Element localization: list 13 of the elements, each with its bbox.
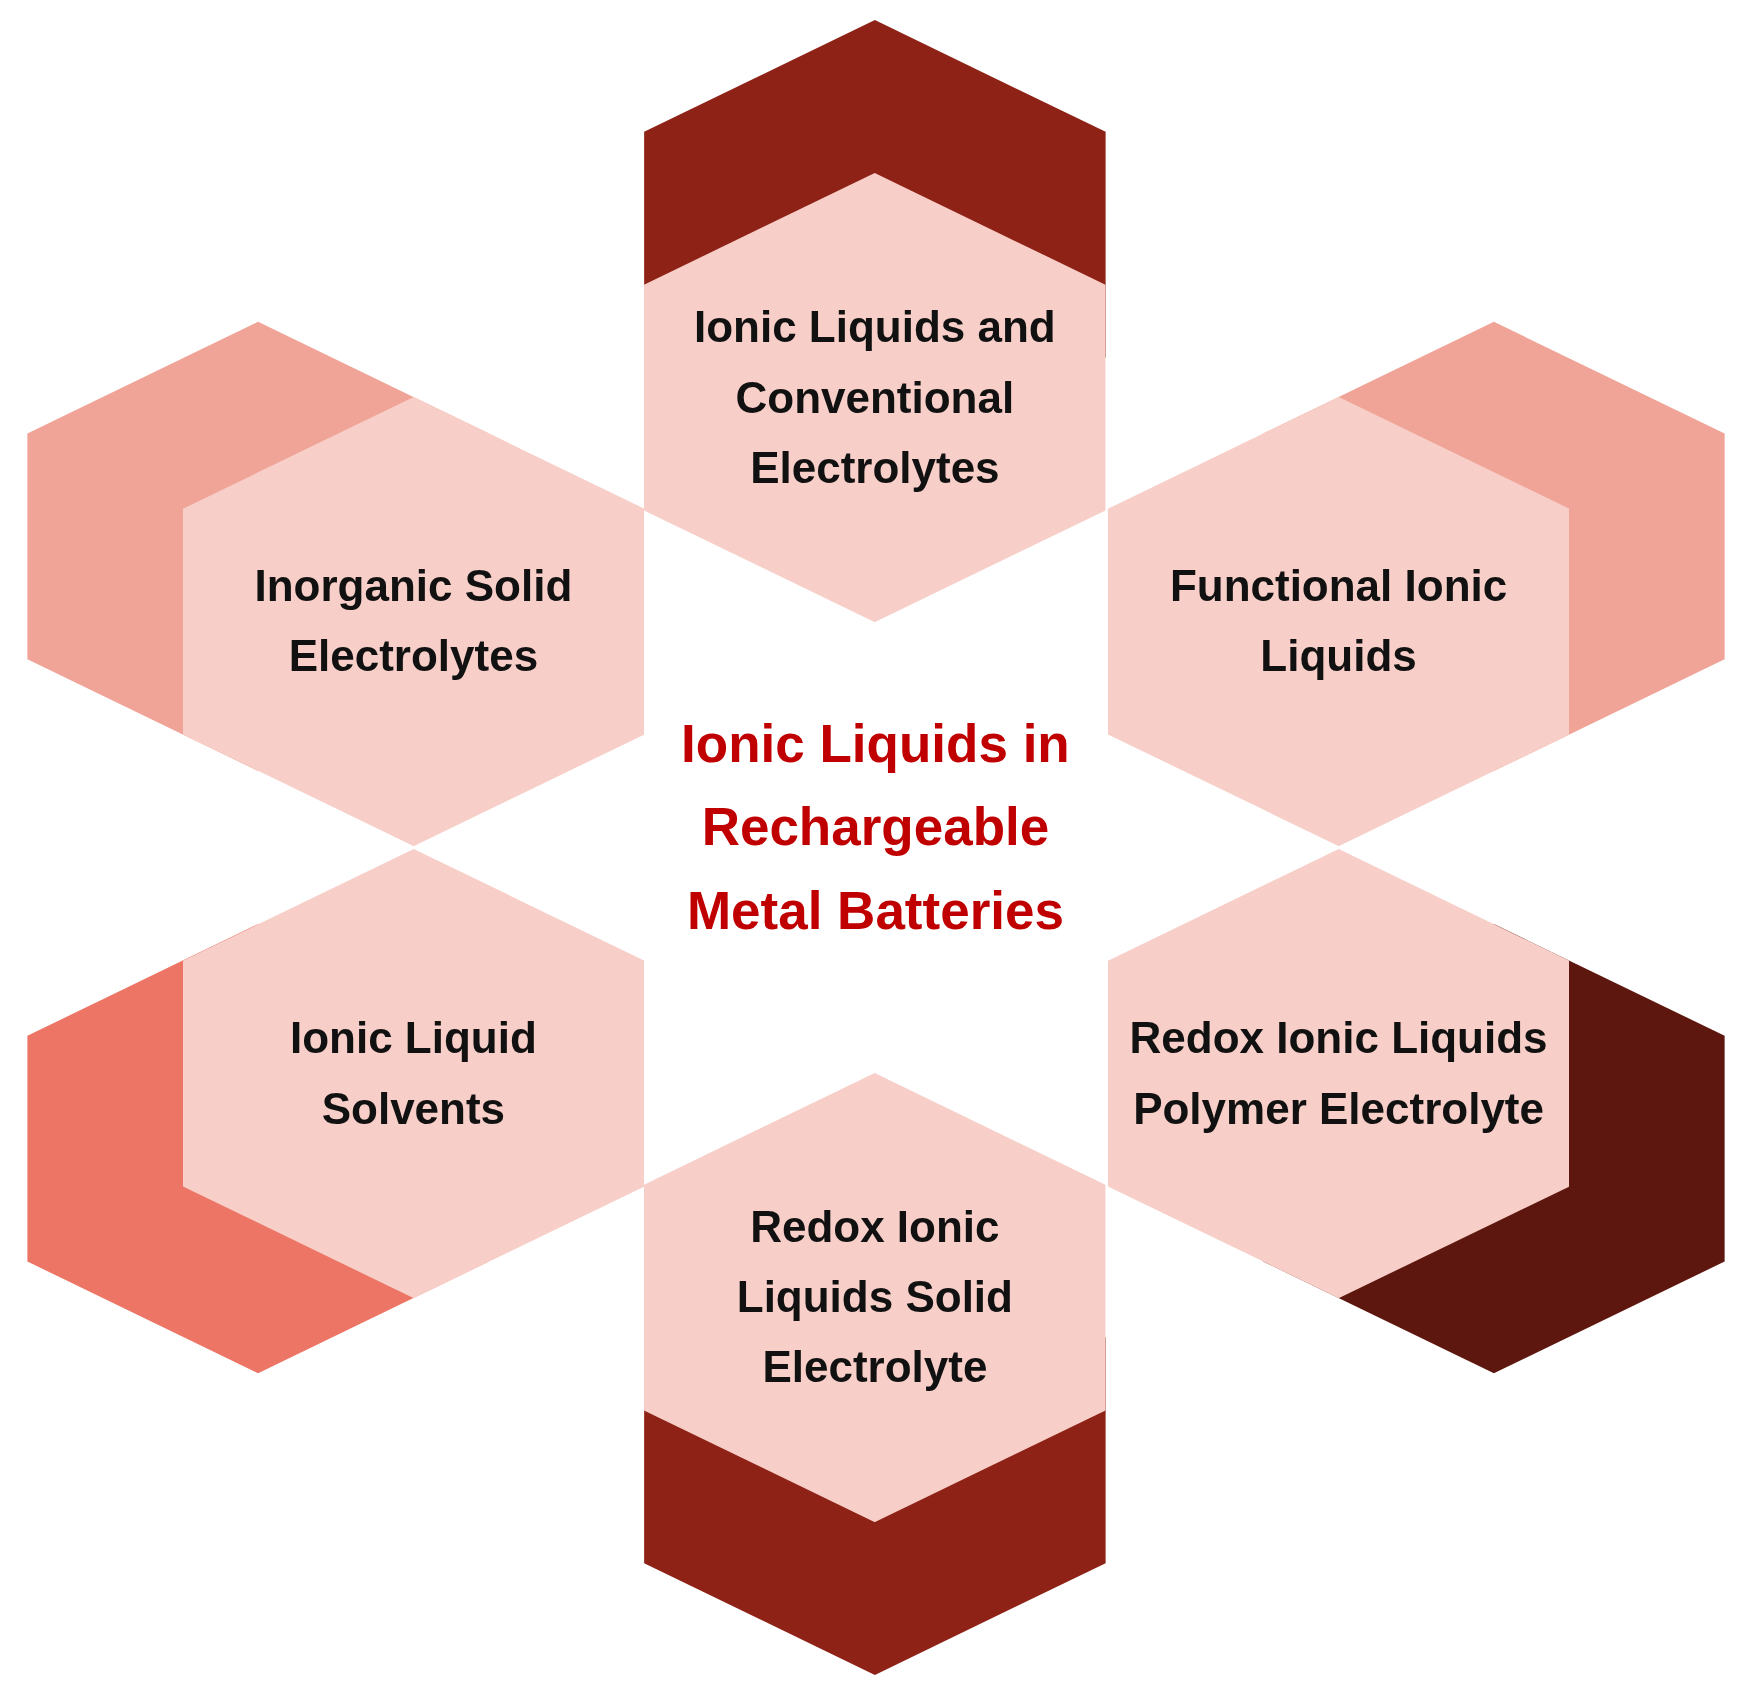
diagram-title: Ionic Liquids in Rechargeable Metal Batteries [680,712,1071,943]
hexagon-label: Redox Ionic Liquids Polymer Electrolyte [1128,1012,1549,1135]
hexagon [1107,849,1570,1299]
hexagon-label: Functional Ionic Liquids [1168,559,1509,683]
hexagon-label: Ionic Liquids and Conventional Electrolytes [692,301,1057,494]
hexagon-label: Redox Ionic Liquids Solid Electrolyte [735,1200,1014,1394]
hexagon [182,396,645,846]
hexagon [644,173,1106,623]
hexagon-label: Ionic Liquid Solvents [288,1012,538,1135]
hexagon-label: Inorganic Solid Electrolytes [253,559,574,683]
hexagon [644,1072,1106,1522]
hexagon [182,849,645,1299]
hexagon [1107,396,1570,846]
